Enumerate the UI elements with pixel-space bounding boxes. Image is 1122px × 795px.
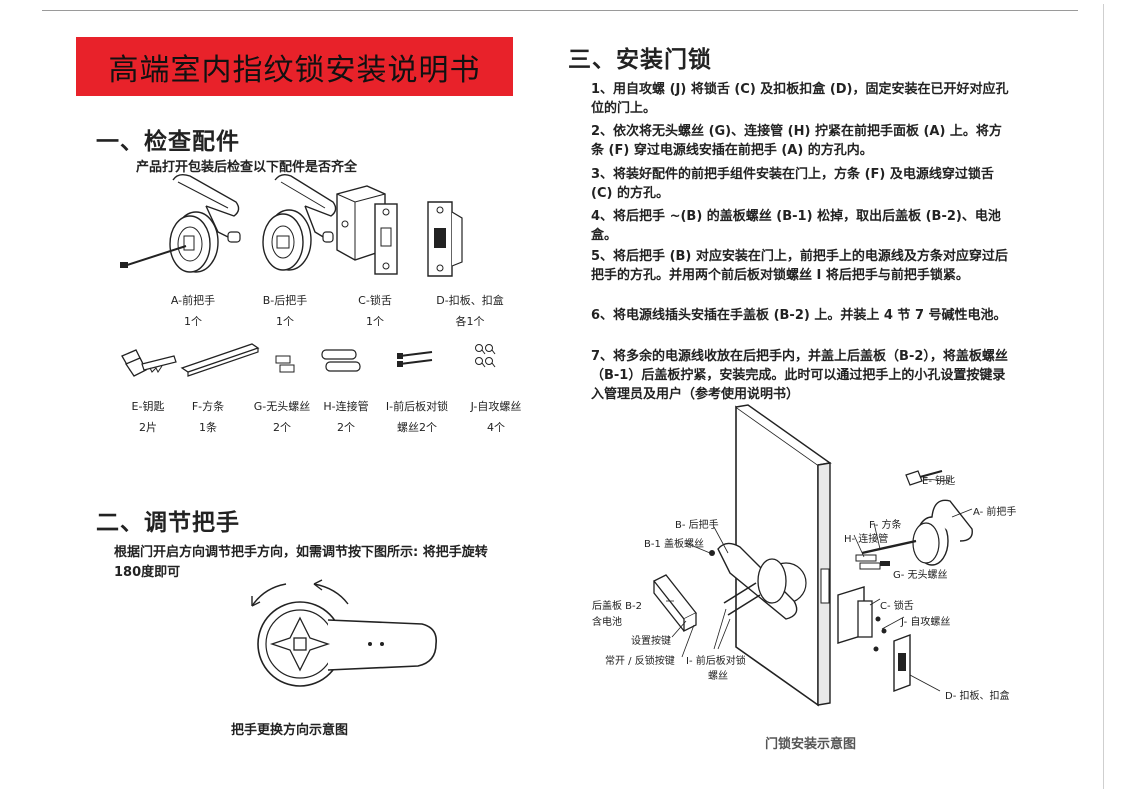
part-d-name: D-扣板、扣盒 <box>436 294 504 307</box>
section2-heading: 二、调节把手 <box>96 510 240 536</box>
callout-latch: C- 锁舌 <box>880 601 914 612</box>
part-h-name: H-连接管 <box>323 400 369 413</box>
part-g-name: G-无头螺丝 <box>253 400 311 413</box>
part-i-name: I-前后板对锁 <box>385 400 449 413</box>
section1-intro: 产品打开包装后检查以下配件是否齐全 <box>136 160 358 175</box>
strike-plate-illustration <box>427 201 463 277</box>
part-d-qty: 各1个 <box>455 315 485 328</box>
install-step-4: 4、将后把手 ~(B) 的盖板螺丝 (B-1) 松掉，取出后盖板 (B-2)、电… <box>591 209 1001 243</box>
part-e-name: E-钥匙 <box>131 400 165 413</box>
front-handle-illustration <box>120 173 241 273</box>
callout-tapping-screw: J- 自攻螺丝 <box>901 617 951 628</box>
install-step-2: 2、依次将无头螺丝 (G)、连接管 (H) 拧紧在前把手面板 (A) 上。将方条… <box>591 124 1002 158</box>
callout-front-handle: A- 前把手 <box>973 507 1017 518</box>
callout-connecting-tube: H- 连接管 <box>844 534 889 545</box>
install-step-6: 6、将电源线插头安插在手盖板 (B-2) 上。并装上 4 节 7 号碱性电池。 <box>591 308 1007 323</box>
section3-caption: 门锁安装示意图 <box>765 737 857 752</box>
section3-heading: 三、安装门锁 <box>568 47 712 73</box>
document-title: 高端室内指纹锁安装说明书 <box>108 52 481 88</box>
through-bolts-illustration <box>397 351 433 367</box>
tapping-screws-illustration <box>475 344 496 368</box>
square-bar-illustration <box>180 343 260 377</box>
section2-caption: 把手更换方向示意图 <box>231 723 349 738</box>
callout-lock-button: 常开 / 反锁按键 <box>605 656 675 667</box>
callout-rear-handle: B- 后把手 <box>675 520 719 531</box>
install-step-7: 7、将多余的电源线收放在后把手内，并盖上后盖板（B-2），将盖板螺丝（B-1）后… <box>591 349 1008 402</box>
part-e-qty: 2片 <box>139 421 157 434</box>
callout-cover-screw: B-1 盖板螺丝 <box>644 539 705 550</box>
install-step-5: 5、将后把手 (B) 对应安装在门上，前把手上的电源线及方条对应穿过后把手的方孔… <box>591 249 1008 283</box>
handle-reversal-illustration <box>251 579 438 687</box>
part-f-name: F-方条 <box>191 400 225 413</box>
part-i-qty-line: 螺丝2个 <box>380 419 454 435</box>
part-a-name: A-前把手 <box>170 294 216 307</box>
part-i-name-2: 螺丝 <box>397 421 419 434</box>
section1-heading: 一、检查配件 <box>96 129 240 155</box>
callout-battery-note: 含电池 <box>592 617 622 628</box>
install-step-3: 3、将装好配件的前把手组件安装在门上，方条 (F) 及电源线穿过锁舌 (C) 的… <box>591 167 994 201</box>
top-rule <box>42 10 1078 11</box>
latch-illustration <box>336 185 398 275</box>
right-border <box>1103 4 1104 789</box>
part-a-qty: 1个 <box>184 315 202 328</box>
install-step-1: 1、用自攻螺 (J) 将锁舌 (C) 及扣板扣盒 (D)，固定安装在已开好对应孔… <box>591 82 1009 116</box>
part-i-qty: 2个 <box>419 421 437 434</box>
door-installation-diagram <box>652 404 973 707</box>
callout-square-bar: F- 方条 <box>869 520 902 531</box>
section2-intro-line2: 180度即可 <box>114 565 181 580</box>
key-illustration <box>121 349 177 377</box>
callout-key: E- 钥匙 <box>922 476 956 487</box>
part-b-name: B-后把手 <box>262 294 308 307</box>
part-f-qty: 1条 <box>199 421 217 434</box>
part-j-qty: 4个 <box>487 421 505 434</box>
set-screws-illustration <box>275 355 295 373</box>
part-h-qty: 2个 <box>337 421 355 434</box>
part-c-qty: 1个 <box>366 315 384 328</box>
callout-set-button: 设置按键 <box>631 636 671 647</box>
part-j-name: J-自攻螺丝 <box>470 400 522 413</box>
title-banner: 高端室内指纹锁安装说明书 <box>76 37 513 96</box>
part-b-qty: 1个 <box>276 315 294 328</box>
callout-strike-plate: D- 扣板、扣盒 <box>945 691 1010 702</box>
part-c-name: C-锁舌 <box>358 294 392 307</box>
callout-set-screw: G- 无头螺丝 <box>893 570 948 581</box>
rear-handle-illustration <box>262 173 337 271</box>
callout-through-bolt: I- 前后板对锁 <box>686 656 746 667</box>
callout-through-bolt-2: 螺丝 <box>708 671 728 682</box>
part-g-qty: 2个 <box>273 421 291 434</box>
section2-intro-line1: 根据门开启方向调节把手方向，如需调节按下图所示: 将把手旋转 <box>114 545 488 560</box>
callout-battery-cover: 后盖板 B-2 <box>592 601 643 612</box>
connecting-tubes-illustration <box>321 349 361 372</box>
